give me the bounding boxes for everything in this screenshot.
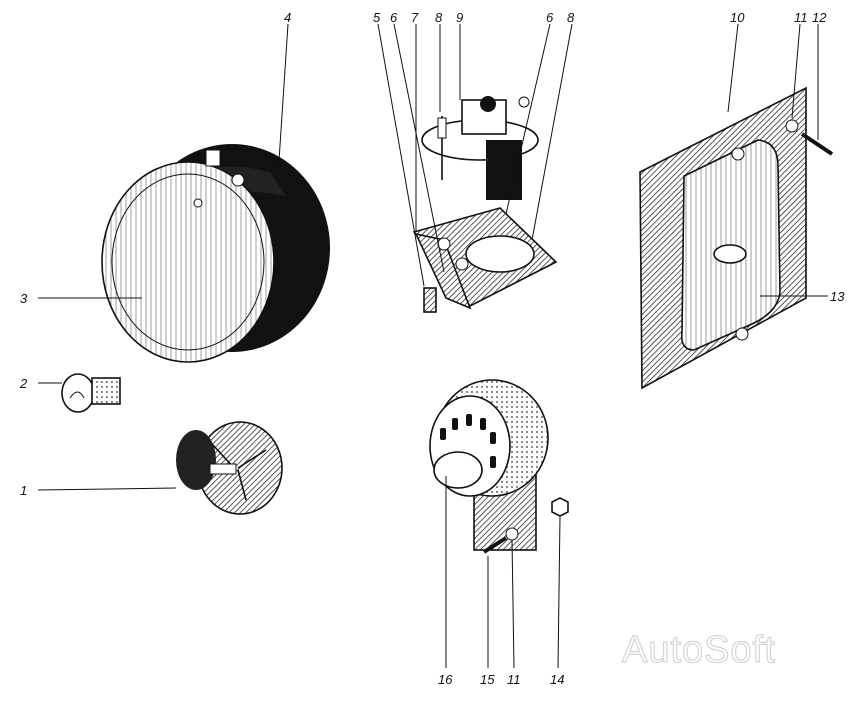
- callout-6: 6: [390, 10, 398, 25]
- callout-15: 15: [480, 672, 495, 687]
- leader-lines: [37, 23, 828, 669]
- callout-1: 1: [20, 483, 27, 498]
- callout-8: 8: [435, 10, 443, 25]
- headlamp-illustration: [101, 144, 330, 363]
- horn-illustration: [429, 379, 569, 554]
- callout-4: 4: [284, 10, 291, 25]
- lamp-socket-illustration: [176, 421, 283, 515]
- callout-14: 14: [550, 672, 564, 687]
- bulb-illustration: [61, 373, 121, 413]
- relay-bracket-illustration: [412, 96, 558, 313]
- callout-9: 9: [456, 10, 463, 25]
- callout-labels: 1 2 3 4 5 6 7 8 9 6 8 10 11 12 13 16 15 …: [19, 10, 845, 687]
- junction-box-illustration: [639, 86, 834, 390]
- callout-11: 11: [794, 10, 808, 25]
- callout-10: 10: [730, 10, 745, 25]
- callout-7: 7: [411, 10, 419, 25]
- callout-11b: 11: [507, 672, 521, 687]
- callout-8b: 8: [567, 10, 575, 25]
- callout-16: 16: [438, 672, 453, 687]
- callout-3: 3: [20, 291, 28, 306]
- callout-5: 5: [373, 10, 381, 25]
- callout-2: 2: [19, 376, 28, 391]
- callout-6b: 6: [546, 10, 554, 25]
- watermark-text: AutoSoft: [622, 629, 776, 671]
- callout-13: 13: [830, 289, 845, 304]
- callout-12: 12: [812, 10, 827, 25]
